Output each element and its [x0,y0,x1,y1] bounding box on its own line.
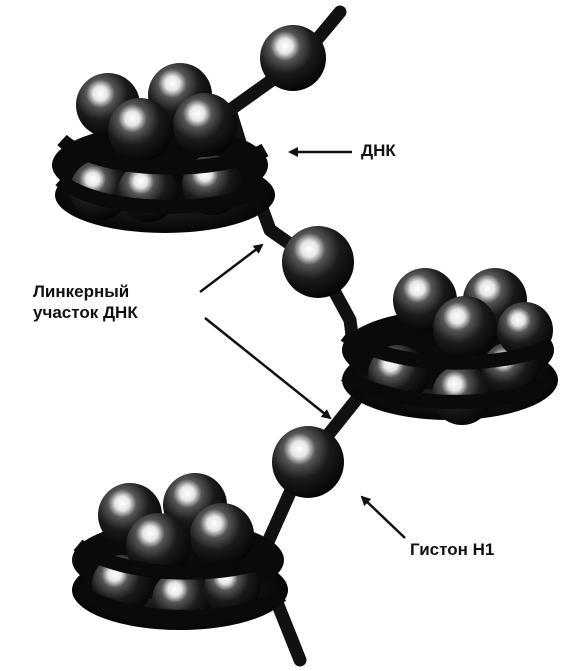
linker-histone-bead-top [260,25,326,91]
label-dna: ДНК [361,141,396,160]
arrow-histone-h1 [360,495,406,539]
label-histone-h1: Гистон Н1 [410,540,495,559]
nucleosome-top [52,63,275,233]
nucleosome-bottom [72,473,288,630]
label-linker-line1: Линкерный [33,282,130,301]
histone-h1-bead [272,426,344,498]
annotation-arrows [199,147,406,539]
arrow-linker-upper [199,243,264,293]
label-linker-line2: участок ДНК [33,303,138,322]
linker-histone-bead-middle [282,226,354,298]
arrow-linker-lower [204,317,332,420]
nucleosome-middle [340,268,558,425]
